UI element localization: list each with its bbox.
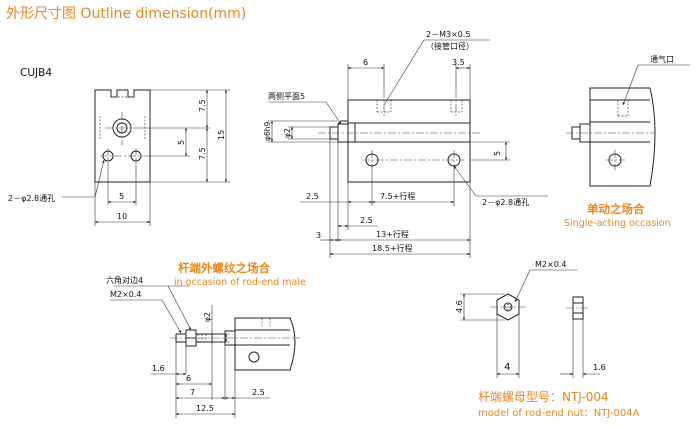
rod-dim-2-5: 2.5 (252, 388, 265, 397)
dim-5-vertical: 5 (177, 140, 186, 145)
nut-title: 杆端螺母型号：NTJ-004 (478, 390, 609, 404)
side-dim-7-5-stroke: 7.5+行程 (380, 191, 415, 201)
side-dim-5: 5 (493, 151, 502, 156)
side-view: 5 6 3.5 2－M3×0.5 （接管口径） 两侧平面5 φ6h9 φ2 (263, 30, 548, 258)
side-dim-6: 6 (363, 58, 368, 67)
nut-view: M2×0.4 4.6 4 1.6 杆端螺母型号：NTJ-004 model of… (455, 260, 640, 419)
rod-end-male-view: 杆端外螺纹之场合 in occasion of rod-end male 六角对… (106, 261, 306, 418)
vent-label: 通气口 (650, 54, 674, 64)
side-dim-13-stroke: 13+行程 (376, 229, 409, 239)
rod-dim-1-6: 1.6 (152, 364, 165, 373)
page-title: 外形尺寸图 Outline dimension(mm) (6, 6, 246, 22)
model-code: CUJB4 (20, 67, 52, 79)
side-dim-phi2: φ2 (283, 128, 292, 138)
hex-label: 六角对边4 (106, 275, 143, 285)
nut-dim-4-6: 4.6 (455, 300, 464, 313)
side-dim-3-5: 3.5 (452, 58, 465, 67)
rod-thread-label: M2×0.4 (110, 290, 141, 299)
rod-dim-12-5: 12.5 (196, 404, 214, 413)
nut-title-line: 杆端螺母型号：NTJ-004 (478, 390, 609, 404)
side-dim-phi6h9: φ6h9 (263, 122, 272, 141)
side-dim-2-5-left: 2.5 (306, 192, 319, 201)
front-hole-label: 2－φ2.8通孔 (8, 193, 55, 203)
rod-dim-phi2: φ2 (203, 312, 212, 322)
rod-dim-7: 7 (190, 388, 195, 397)
dim-7-5-top: 7.5 (198, 99, 207, 112)
nut-dim-4: 4 (504, 362, 510, 373)
nut-dim-1-6: 1.6 (593, 363, 606, 372)
nut-thread-label: M2×0.4 (535, 260, 566, 269)
side-dim-18-5-stroke: 18.5+行程 (372, 243, 413, 253)
front-view: 7.5 7.5 15 5 5 10 2－φ2.8通孔 (8, 89, 230, 226)
dim-7-5-bottom: 7.5 (198, 147, 207, 160)
nut-model-line: model of rod-end nut：NTJ-004A (478, 408, 640, 419)
single-acting-view: 通气口 单动之场合 Single-acting occasion (564, 54, 690, 229)
single-acting-title-cn: 单动之场合 (587, 202, 645, 216)
port-label: 2－M3×0.5 (426, 30, 471, 39)
rod-end-title-cn: 杆端外螺纹之场合 (178, 261, 270, 275)
port-label-cn: （接管口径） (426, 41, 474, 51)
dim-5-horizontal: 5 (119, 192, 124, 201)
rod-end-title-en: in occasion of rod-end male (174, 277, 306, 288)
rod-dim-6: 6 (186, 374, 191, 383)
side-dim-2-5: 2.5 (360, 216, 373, 225)
side-dim-3: 3 (316, 231, 321, 240)
flats-label: 两侧平面5 (268, 91, 305, 101)
single-acting-title-en: Single-acting occasion (564, 218, 671, 229)
dim-15: 15 (217, 130, 226, 140)
side-hole-label: 2－φ2.8通孔 (482, 197, 529, 207)
dim-10: 10 (117, 212, 127, 221)
